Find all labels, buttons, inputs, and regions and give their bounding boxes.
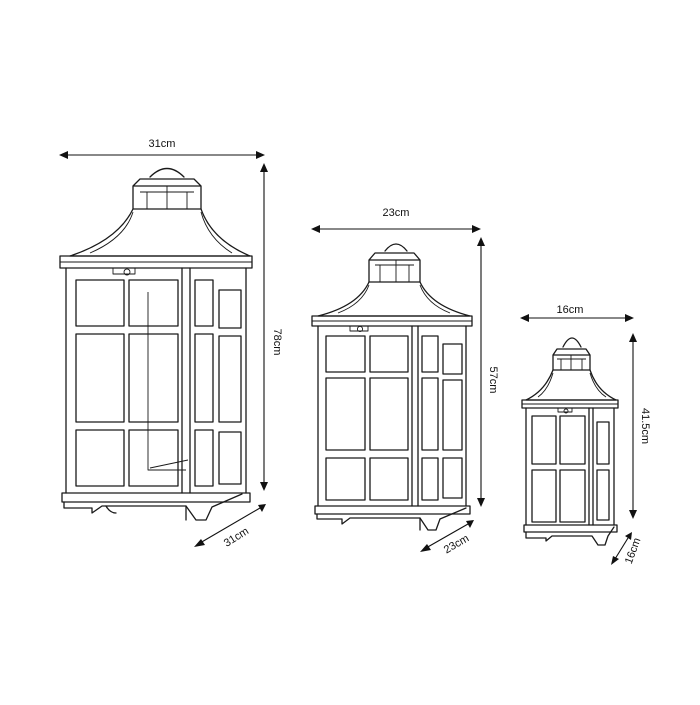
large-height-label: 78cm (271, 329, 283, 356)
large-depth-dimension: 31cm (194, 504, 266, 550)
large-width-label: 31cm (149, 138, 176, 150)
medium-width-label: 23cm (383, 207, 410, 219)
lantern-medium (311, 243, 473, 531)
medium-height-label: 57cm (487, 367, 499, 394)
small-width-dimension: 16cm (520, 304, 634, 322)
large-depth-label: 31cm (222, 525, 251, 549)
small-depth-dimension: 16cm (611, 532, 643, 566)
medium-depth-dimension: 23cm (420, 520, 474, 556)
medium-width-dimension: 23cm (311, 207, 481, 233)
large-height-dimension: 78cm (260, 163, 283, 491)
lantern-large (59, 167, 253, 521)
small-height-label: 41.5cm (639, 408, 651, 444)
lantern-small (521, 337, 619, 546)
small-height-dimension: 41.5cm (629, 333, 651, 519)
medium-height-dimension: 57cm (477, 237, 499, 507)
large-width-dimension: 31cm (59, 138, 265, 159)
small-width-label: 16cm (557, 304, 584, 316)
